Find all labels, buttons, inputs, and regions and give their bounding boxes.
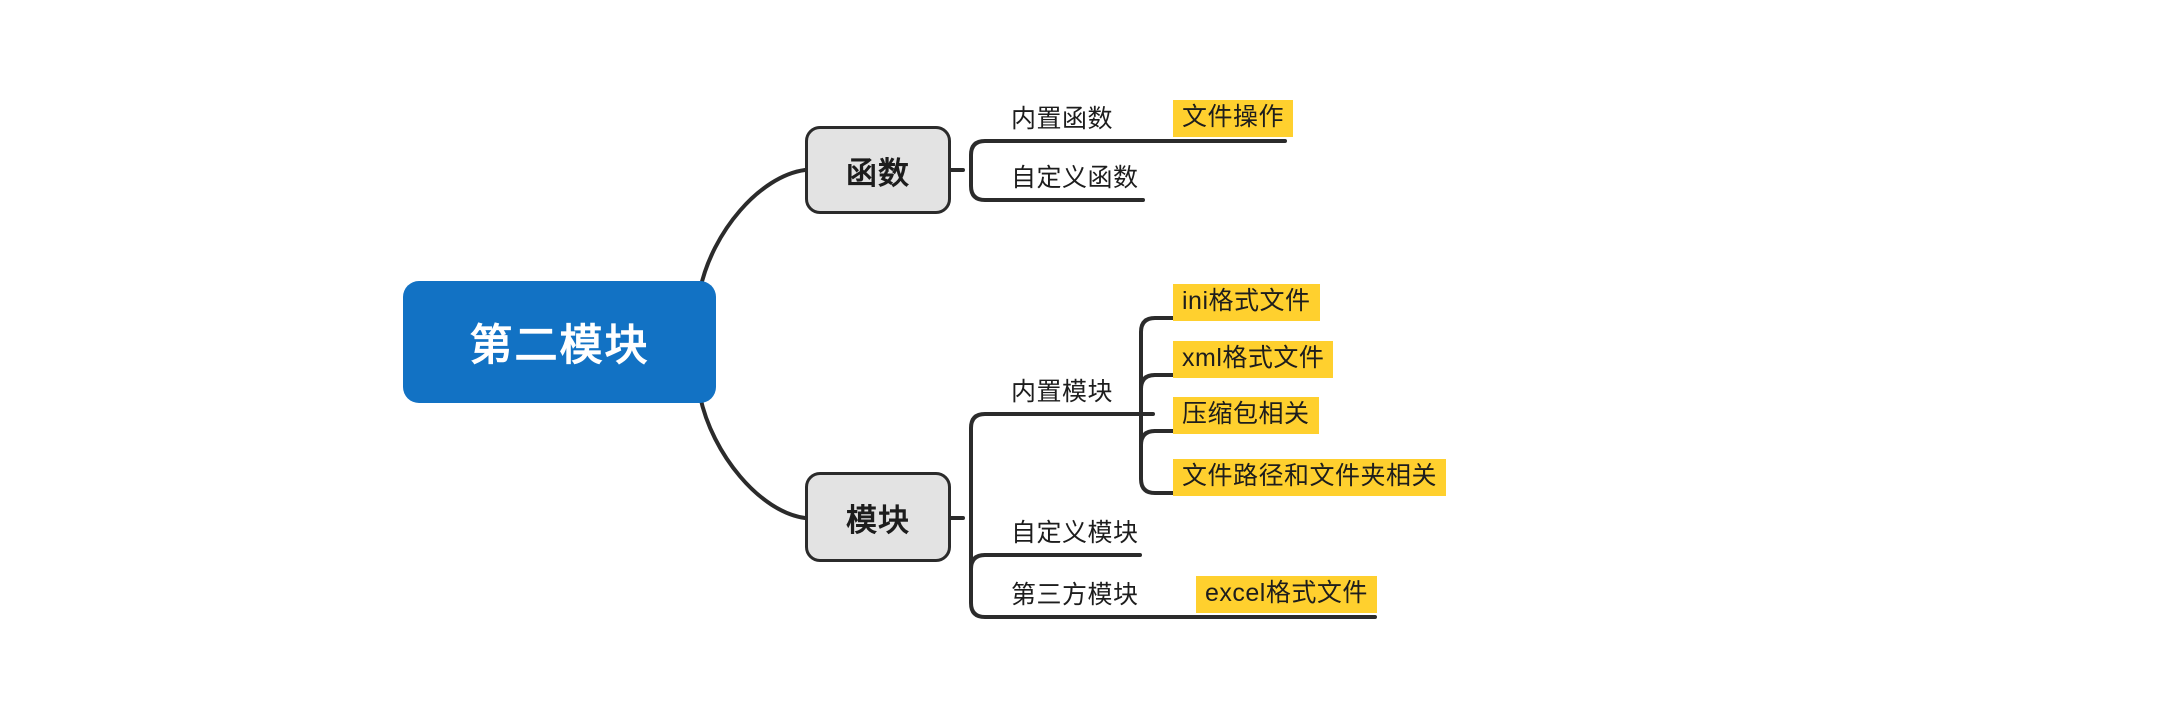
leaf-path-folder-related-label: 文件路径和文件夹相关 (1182, 462, 1438, 490)
leaf-excel-files-label: excel格式文件 (1205, 579, 1368, 607)
leaf-archive-related-label: 压缩包相关 (1182, 400, 1310, 428)
leaf-excel-files[interactable]: excel格式文件 (1196, 576, 1377, 613)
root-node-label: 第二模块 (469, 322, 650, 370)
leaf-custom-functions[interactable]: 自定义函数 (1011, 166, 1139, 191)
branch-node-modules-label: 模块 (846, 502, 910, 538)
leaf-builtin-functions-label: 内置函数 (1011, 105, 1114, 133)
leaf-third-party-modules[interactable]: 第三方模块 (1011, 583, 1139, 608)
leaf-xml-files-label: xml格式文件 (1182, 344, 1325, 372)
leaf-third-party-modules-label: 第三方模块 (1011, 581, 1139, 609)
edge-custom-modules-underline (969, 553, 987, 571)
edge-root-to-functions (698, 168, 807, 292)
leaf-file-operations-label: 文件操作 (1182, 103, 1285, 131)
leaf-xml-files[interactable]: xml格式文件 (1173, 341, 1334, 378)
leaf-builtin-modules[interactable]: 内置模块 (1011, 380, 1113, 405)
leaf-file-operations[interactable]: 文件操作 (1173, 100, 1294, 137)
leaf-ini-files-label: ini格式文件 (1182, 287, 1311, 315)
branch-node-functions-label: 函数 (846, 155, 910, 191)
leaf-archive-related[interactable]: 压缩包相关 (1173, 397, 1319, 434)
edge-xml-tap (1139, 373, 1157, 391)
branch-node-modules[interactable]: 模块 (805, 472, 951, 562)
root-node[interactable]: 第二模块 (403, 281, 716, 403)
edge-root-to-modules (698, 394, 807, 520)
leaf-custom-modules-label: 自定义模块 (1011, 519, 1139, 547)
leaf-builtin-modules-label: 内置模块 (1011, 378, 1114, 406)
leaf-builtin-functions[interactable]: 内置函数 (1011, 107, 1113, 132)
leaf-custom-modules[interactable]: 自定义模块 (1011, 521, 1139, 546)
leaf-path-folder-related[interactable]: 文件路径和文件夹相关 (1173, 459, 1447, 496)
edge-archive-tap (1139, 429, 1157, 447)
leaf-ini-files[interactable]: ini格式文件 (1173, 284, 1320, 321)
leaf-custom-functions-label: 自定义函数 (1011, 164, 1139, 192)
branch-node-functions[interactable]: 函数 (805, 126, 951, 214)
